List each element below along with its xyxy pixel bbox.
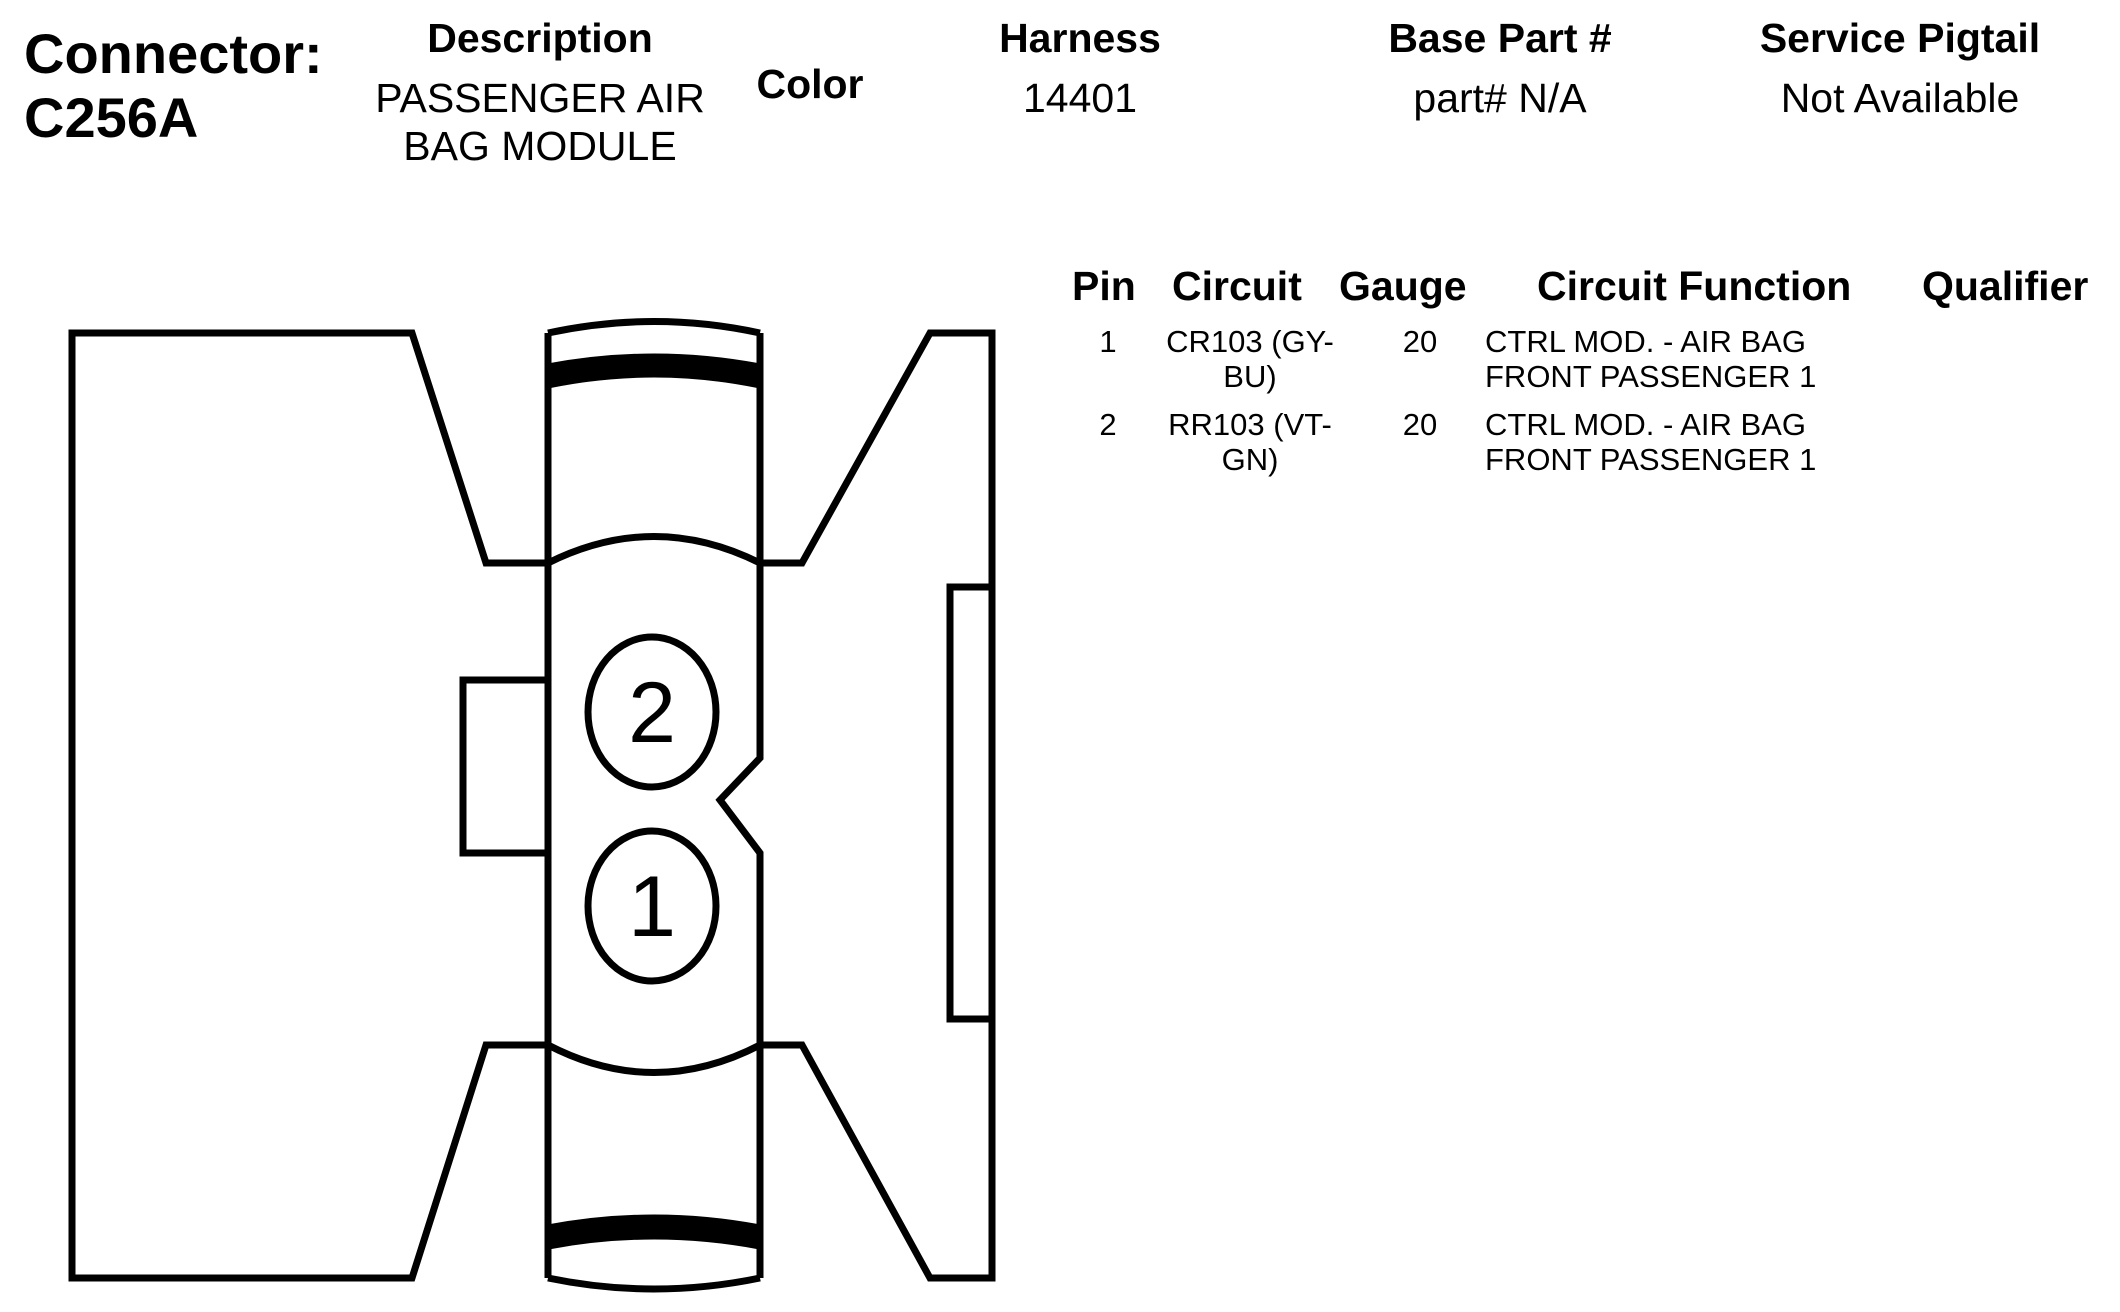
pin-cavity-2 [584, 633, 720, 791]
pin-label-2: 2 [628, 665, 676, 761]
function-line1: CTRL MOD. - AIR BAG [1485, 407, 1806, 442]
function-line2: FRONT PASSENGER 1 [1485, 359, 1817, 394]
right-latch [946, 583, 996, 1023]
base-part-column: Base Part # part# N/A [1330, 14, 1670, 122]
description-line1: PASSENGER AIR [375, 75, 705, 121]
service-pigtail-value: Not Available [1780, 75, 2020, 121]
left-key-notch [459, 676, 548, 857]
center-insert-outline [544, 333, 764, 1278]
left-housing [72, 333, 548, 1278]
circuit-function-value: CTRL MOD. - AIR BAG FRONT PASSENGER 1 [1485, 324, 1905, 394]
bottom-cap-band [544, 1214, 764, 1251]
gauge-header: Gauge [1339, 263, 1467, 309]
circuit-line1: CR103 (GY- [1166, 324, 1334, 359]
pin-header: Pin [1072, 263, 1136, 309]
lower-insert-arc [546, 1041, 762, 1076]
circuit-value: CR103 (GY- BU) [1150, 324, 1350, 394]
circuit-value: RR103 (VT- GN) [1150, 407, 1350, 477]
circuit-header: Circuit [1172, 263, 1302, 309]
top-cap-band [544, 353, 764, 390]
harness-value: 14401 [1022, 75, 1137, 121]
circuit-function-value: CTRL MOD. - AIR BAG FRONT PASSENGER 1 [1485, 407, 1905, 477]
description-label: Description [427, 15, 653, 61]
harness-column: Harness 14401 [950, 14, 1210, 122]
pin-number: 1 [1099, 324, 1117, 359]
circuit-line1: RR103 (VT- [1168, 407, 1332, 442]
service-pigtail-label: Service Pigtail [1759, 15, 2041, 61]
right-housing-outline [760, 329, 996, 1282]
description-line2: BAG MODULE [403, 123, 677, 169]
upper-insert-arc [546, 533, 762, 567]
top-cap-arc [547, 318, 761, 337]
bottom-cap-arc [547, 1274, 761, 1293]
qualifier-header: Qualifier [1922, 263, 2089, 309]
circuit-function-header: Circuit Function [1537, 263, 1852, 309]
connector-title: Connector: C256A [24, 22, 323, 150]
harness-label: Harness [999, 15, 1161, 61]
base-part-value: part# N/A [1413, 75, 1587, 121]
connector-face-diagram: 2 1 [68, 318, 996, 1293]
pin-number: 2 [1099, 407, 1117, 442]
gauge-value: 20 [1402, 324, 1438, 359]
service-pigtail-column: Service Pigtail Not Available [1720, 14, 2080, 122]
description-column: Description PASSENGER AIR BAG MODULE [340, 14, 740, 170]
connector-id: C256A [24, 86, 199, 149]
color-label: Color [756, 61, 864, 107]
pin-label-1: 1 [628, 859, 676, 955]
base-part-label: Base Part # [1388, 15, 1612, 61]
function-line1: CTRL MOD. - AIR BAG [1485, 324, 1806, 359]
gauge-value: 20 [1402, 407, 1438, 442]
connector-title-label: Connector: [24, 22, 323, 85]
function-line2: FRONT PASSENGER 1 [1485, 442, 1817, 477]
circuit-line2: GN) [1221, 442, 1279, 477]
circuit-line2: BU) [1223, 359, 1277, 394]
pin-cavity-1 [584, 827, 720, 985]
left-housing-outline [68, 329, 548, 1282]
